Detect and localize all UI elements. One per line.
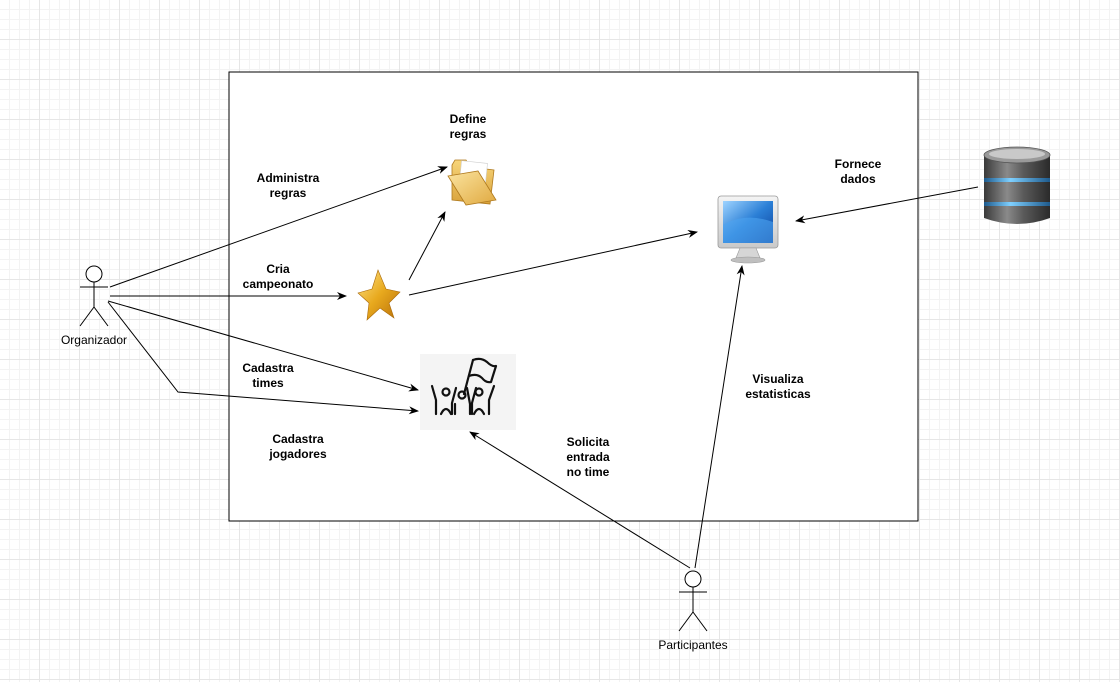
edge-star-monitor xyxy=(408,230,698,296)
team-icon[interactable] xyxy=(420,354,516,430)
label-cadastra-jogadores: Cadastra jogadores xyxy=(269,432,327,461)
edge-define-regras xyxy=(408,211,446,281)
label-solicita-entrada: Solicita entrada no time xyxy=(566,435,610,479)
label-cria-campeonato: Cria campeonato xyxy=(242,262,314,291)
monitor-icon[interactable] xyxy=(717,195,779,264)
actor-participantes[interactable] xyxy=(678,570,708,632)
folder-icon[interactable] xyxy=(447,159,497,206)
label-fornece-dados: Fornece dados xyxy=(834,157,882,186)
actor-label-participantes: Participantes xyxy=(658,638,728,652)
actor-label-organizador: Organizador xyxy=(60,333,128,347)
actor-organizador[interactable] xyxy=(79,265,109,327)
label-define-regras: Define regras xyxy=(449,112,487,141)
edge-visualiza-estatisticas xyxy=(694,265,745,569)
label-cadastra-times: Cadastra times xyxy=(242,361,294,390)
star-icon[interactable] xyxy=(357,269,401,321)
edge-cadastra-times xyxy=(107,300,419,392)
edge-solicita-entrada xyxy=(469,431,691,569)
edge-cadastra-jogadores xyxy=(107,301,419,415)
database-icon[interactable] xyxy=(983,146,1051,224)
label-administra-regras: Administra regras xyxy=(256,171,320,200)
edge-administra-regras xyxy=(109,166,448,288)
label-visualiza-estatisticas: Visualiza estatisticas xyxy=(745,372,811,401)
edge-fornece-dados xyxy=(795,186,979,224)
